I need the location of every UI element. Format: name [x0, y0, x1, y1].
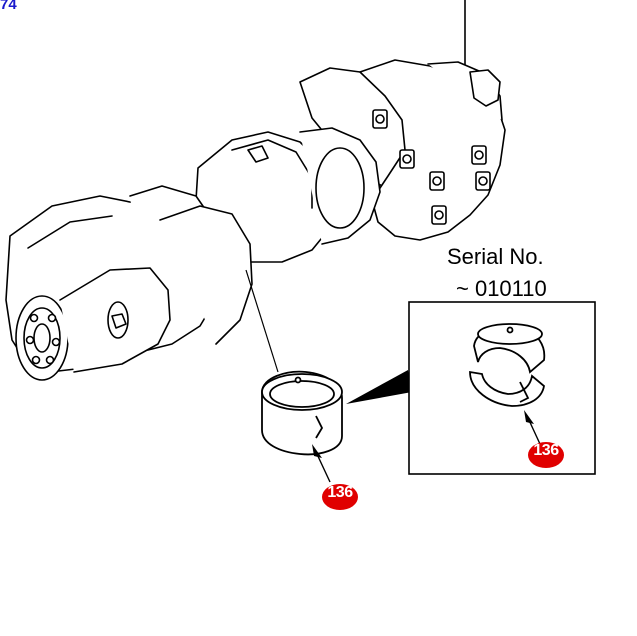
serial-number-title: Serial No.	[447, 244, 544, 269]
serial-number-range: ~ 010110	[456, 276, 547, 301]
crankshaft-front-section	[5, 185, 253, 381]
inset-bearing-halves	[469, 323, 546, 407]
page-reference: 74	[0, 0, 17, 13]
part-callout-136-inset[interactable]: 136	[528, 442, 564, 468]
crankshaft-rear-section	[299, 59, 506, 241]
part-callout-136[interactable]: 136	[322, 484, 358, 510]
main-bearing-shell	[261, 370, 343, 456]
detail-pointer	[346, 370, 412, 404]
part-callout-label: 136	[327, 484, 353, 501]
leader-line-bearing	[245, 269, 279, 373]
part-callout-label: 136	[533, 442, 559, 459]
